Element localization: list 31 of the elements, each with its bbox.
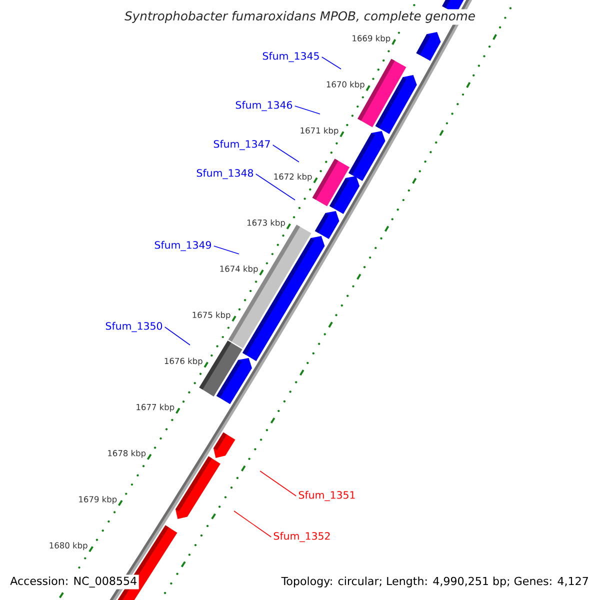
tick-label: 1671 kbp (300, 127, 338, 136)
leader-line (164, 326, 190, 346)
tick-label: 1674 kbp (220, 266, 258, 274)
leader-line (213, 246, 240, 254)
tick-label: 1670 kbp (326, 81, 364, 90)
gene-label: Sfum_1350 (106, 322, 162, 332)
leader-line (234, 510, 272, 538)
gene-label: Sfum_1349 (154, 240, 211, 252)
gene-label: Sfum_1351 (298, 490, 355, 502)
tick-label: 1673 kbp (247, 219, 285, 228)
tick-label: 1680 kbp (50, 542, 88, 550)
gene-label: Sfum_1352 (274, 532, 330, 542)
leader-line (294, 106, 320, 114)
leader-line (260, 470, 297, 496)
tick-label: 1678 kbp (108, 450, 146, 458)
accession-text: Accession: NC_008554 (8, 574, 139, 590)
tick-label: 1672 kbp (274, 173, 312, 182)
title: Syntrophobacter fumaroxidans MPOB, complete genome (122, 9, 478, 25)
gene-label: Sfum_1345 (262, 52, 319, 62)
leader-line (272, 144, 300, 162)
gene-label: Sfum_1348 (196, 168, 254, 180)
gene-label: Sfum_1347 (214, 140, 270, 150)
genome-stats-text: Topology: circular; Length: 4,990,251 bp; Genes: 4,127 (280, 574, 591, 590)
tick-label: 1677 kbp (136, 404, 174, 412)
tick-label: 1669 kbp (352, 35, 390, 43)
leader-line (321, 56, 342, 70)
tick-label: 1676 kbp (164, 358, 202, 366)
leader-line (255, 174, 296, 200)
gene-label: Sfum_1346 (236, 100, 292, 112)
tick-label: 1679 kbp (79, 496, 117, 504)
tick-label: 1675 kbp (192, 312, 230, 320)
